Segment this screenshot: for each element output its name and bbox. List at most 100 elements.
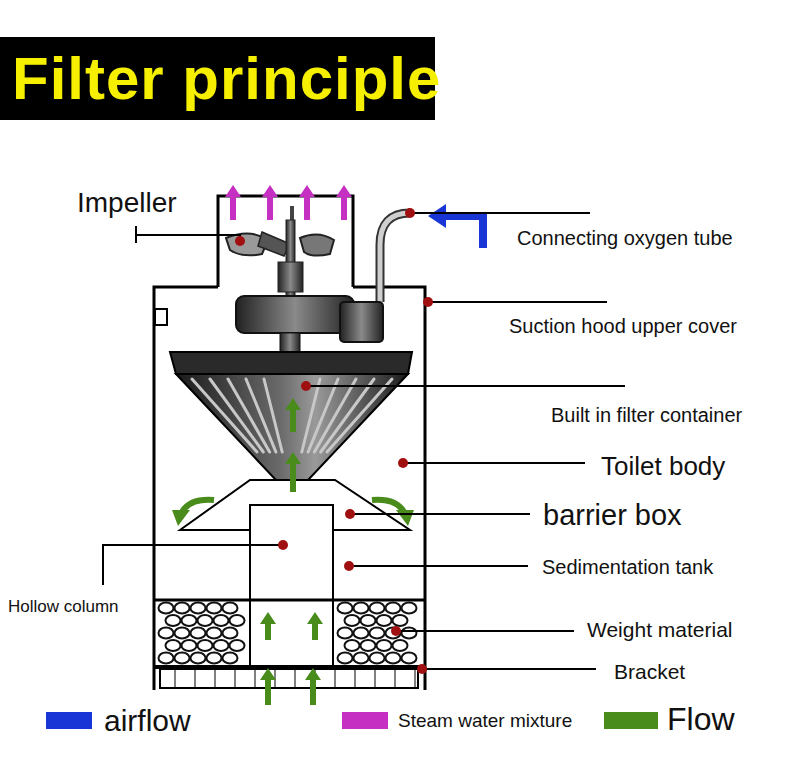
filter-rib xyxy=(302,379,320,452)
pebble xyxy=(214,640,229,651)
pebble xyxy=(338,603,353,614)
pebble xyxy=(370,603,385,614)
pebble xyxy=(354,628,369,639)
legend-text: Flow xyxy=(667,702,735,737)
leader-line xyxy=(103,545,283,585)
pebble xyxy=(191,603,206,614)
pebble xyxy=(198,615,213,626)
pebble xyxy=(223,628,238,639)
flow-arrow xyxy=(307,612,323,640)
pebble xyxy=(159,603,174,614)
steam-arrow xyxy=(262,185,278,220)
impeller-blade xyxy=(258,232,290,256)
pebble xyxy=(175,653,190,664)
pebble xyxy=(386,653,401,664)
filter-rib xyxy=(246,379,276,452)
pebble xyxy=(214,615,229,626)
bracket-slat xyxy=(394,670,396,687)
pebbles xyxy=(159,603,417,664)
part-label: Impeller xyxy=(77,188,177,219)
pebble xyxy=(361,615,376,626)
callout-dot xyxy=(423,297,433,307)
leader-line xyxy=(306,385,625,387)
part-label: Built in filter container xyxy=(551,404,742,426)
bracket-slat xyxy=(354,670,356,687)
pebble xyxy=(393,615,408,626)
pebble xyxy=(230,640,245,651)
callout-dot xyxy=(398,458,408,468)
flow-arrow xyxy=(285,452,301,492)
pebble xyxy=(191,628,206,639)
pebble xyxy=(370,653,385,664)
pebble xyxy=(354,603,369,614)
oxygen-tube xyxy=(380,213,410,302)
pebble xyxy=(377,615,392,626)
pebble xyxy=(159,653,174,664)
pebble xyxy=(191,653,206,664)
pebble xyxy=(338,628,353,639)
side-notch xyxy=(155,309,167,325)
leader-line xyxy=(428,301,607,303)
weight-layer-top xyxy=(154,599,425,602)
pebble xyxy=(402,653,417,664)
flow-arrow xyxy=(285,398,301,432)
part-label: Sedimentation tank xyxy=(542,556,713,578)
steam-arrows xyxy=(225,185,352,220)
legend-swatch xyxy=(342,712,388,729)
pebble xyxy=(377,640,392,651)
flow-arrow-head xyxy=(396,510,414,526)
pebble xyxy=(159,628,174,639)
callout-dot xyxy=(405,208,415,218)
motor-disc xyxy=(236,296,354,333)
airflow-arrow-head xyxy=(428,204,446,228)
filter-cone xyxy=(176,374,408,497)
callout-dot xyxy=(345,509,355,519)
callout-dot xyxy=(278,540,288,550)
bracket-slats xyxy=(175,670,415,687)
pebble xyxy=(223,603,238,614)
leader-line xyxy=(403,462,585,464)
airflow-arrow xyxy=(444,216,483,248)
air-pump-cylinder xyxy=(340,302,383,342)
bracket-slat xyxy=(194,670,196,687)
pebble xyxy=(370,628,385,639)
pebble xyxy=(345,640,360,651)
leader-line xyxy=(350,513,530,515)
pebble xyxy=(207,628,222,639)
flow-arrows xyxy=(172,398,414,705)
bracket-slat xyxy=(214,670,216,687)
leader-line xyxy=(422,668,596,670)
title-text: Filter principle xyxy=(12,49,441,109)
pebble xyxy=(402,628,417,639)
part-label: Suction hood upper cover xyxy=(509,315,737,337)
pebble xyxy=(198,640,213,651)
pebble xyxy=(175,603,190,614)
part-label: Bracket xyxy=(614,660,685,683)
pebble xyxy=(402,603,417,614)
pebble xyxy=(354,653,369,664)
part-label: Hollow column xyxy=(8,598,119,617)
flow-arrow xyxy=(305,668,321,705)
pebble xyxy=(207,653,222,664)
toilet-body-outline xyxy=(154,287,425,690)
leader-line xyxy=(136,226,240,243)
filter-rib xyxy=(264,379,282,452)
leader-line xyxy=(396,630,574,632)
pebble xyxy=(223,653,238,664)
leader-line xyxy=(349,565,528,567)
legend-swatch xyxy=(604,712,658,729)
shaft-collar xyxy=(278,262,303,292)
pebble xyxy=(361,640,376,651)
callout-dot xyxy=(417,664,427,674)
steam-arrow xyxy=(225,185,241,220)
part-label: barrier box xyxy=(543,500,682,532)
flow-arrow xyxy=(260,612,276,640)
legend-text: airflow xyxy=(104,704,191,737)
callout-dot xyxy=(391,626,401,636)
pebble xyxy=(166,615,181,626)
steam-arrow xyxy=(299,185,315,220)
callout-dots xyxy=(235,208,433,674)
pebble xyxy=(207,603,222,614)
filter-rib xyxy=(210,379,263,452)
